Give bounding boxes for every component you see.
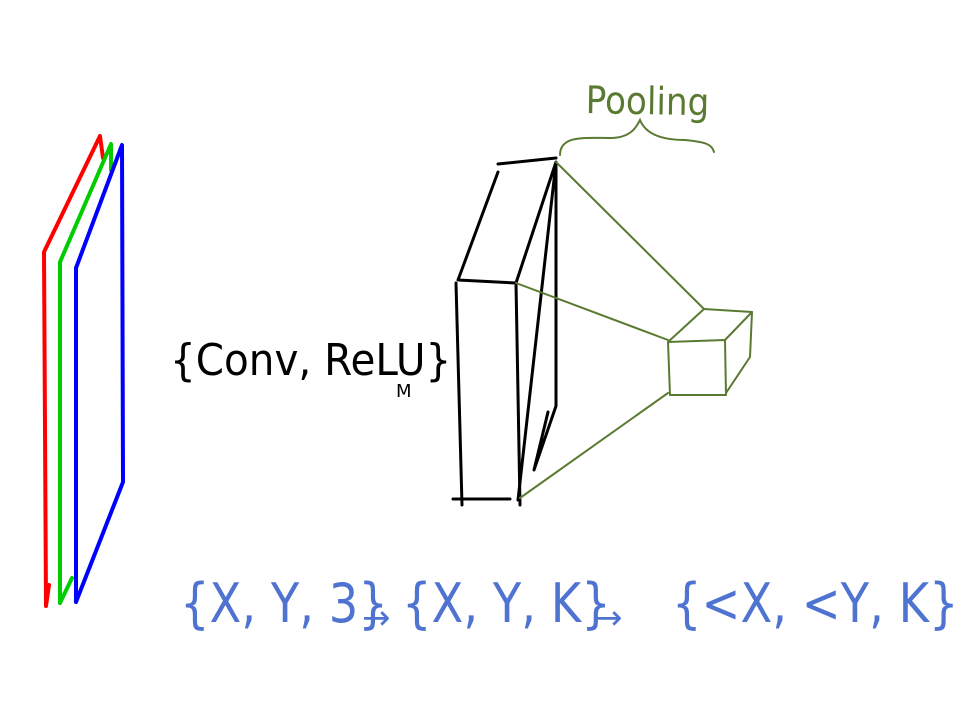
green-channel-plane (58, 142, 113, 605)
blue-channel-plane (74, 143, 125, 604)
input-dimensions: {X, Y, 3} (180, 572, 388, 635)
arrow-input-to-conv: → (362, 598, 391, 638)
conv-relu-label: {Conv, ReLU} (170, 335, 452, 386)
pooling-label: Pooling (585, 78, 710, 125)
conv-volume (451, 156, 558, 507)
pooling-brace (559, 117, 715, 156)
red-channel-plane (42, 134, 105, 608)
conv-dimensions: {X, Y, K} (402, 572, 611, 635)
arrow-conv-to-pool: → (594, 598, 623, 638)
repeat-subscript: M (396, 381, 412, 402)
pool-dimensions: {<X, <Y, K} (672, 572, 959, 635)
pooling-projection (515, 161, 753, 499)
